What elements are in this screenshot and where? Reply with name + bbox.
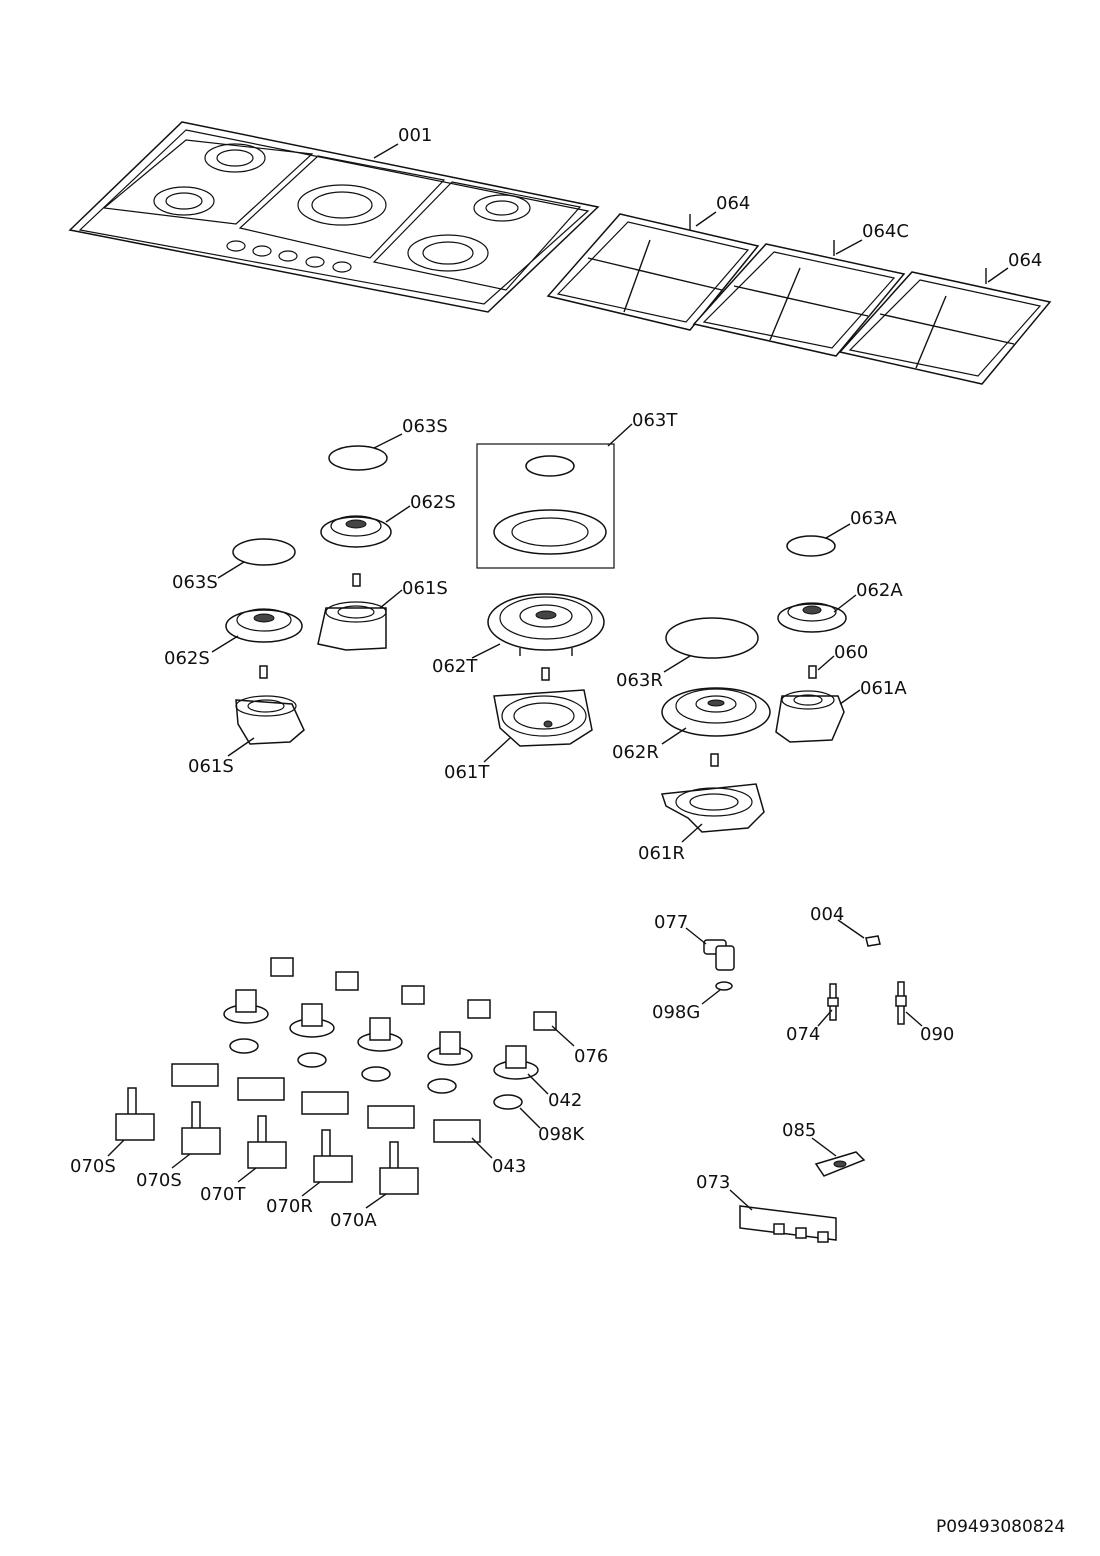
elbow-connector-077: [703, 939, 735, 971]
ignition-plug-090: [895, 981, 907, 1025]
burner-body-061T: [493, 689, 593, 747]
valve-bracket-043-row: [171, 1063, 481, 1143]
label-098G: 098G: [652, 1002, 700, 1023]
hob-top-001: [68, 121, 600, 313]
label-063A: 063A: [850, 508, 897, 529]
ring-098K-row: [229, 1038, 523, 1110]
label-064C: 064C: [862, 221, 909, 242]
pan-support-064-right: [838, 268, 1052, 385]
injector-b: [259, 665, 268, 679]
label-061S-top: 061S: [402, 578, 448, 599]
gas-valve-row: [115, 1087, 419, 1195]
injector-a: [352, 573, 361, 587]
document-reference: P09493080824: [936, 1517, 1065, 1537]
cap-063A: [786, 535, 836, 557]
burner-body-061S-top: [317, 601, 387, 651]
label-070S-b: 070S: [136, 1170, 182, 1191]
label-062A: 062A: [856, 580, 903, 601]
label-070T: 070T: [200, 1184, 246, 1205]
burner-head-062S-left: [225, 608, 303, 643]
label-063R: 063R: [616, 670, 663, 691]
label-062S-top: 062S: [410, 492, 456, 513]
burner-body-061A: [775, 690, 845, 743]
label-001: 001: [398, 125, 432, 146]
label-077: 077: [654, 912, 688, 933]
pan-support-064-left: [546, 213, 760, 331]
label-090: 090: [920, 1024, 954, 1045]
spark-generator-clip-085: [814, 1151, 866, 1177]
label-062S-left: 062S: [164, 648, 210, 669]
bracket-076-row: [270, 957, 557, 1031]
label-076: 076: [574, 1046, 608, 1067]
label-070R: 070R: [266, 1196, 313, 1217]
burner-head-062T: [487, 593, 605, 656]
cap-063S-top: [328, 445, 388, 471]
label-063S-left: 063S: [172, 572, 218, 593]
label-061T: 061T: [444, 762, 490, 783]
cap-063R: [665, 617, 759, 659]
label-064-right: 064: [1008, 250, 1042, 271]
label-061S-bottom: 061S: [188, 756, 234, 777]
label-061A: 061A: [860, 678, 907, 699]
label-064-left: 064: [716, 193, 750, 214]
label-074: 074: [786, 1024, 820, 1045]
burner-body-061S-bottom: [235, 695, 305, 745]
label-042: 042: [548, 1090, 582, 1111]
label-062R: 062R: [612, 742, 659, 763]
label-004: 004: [810, 904, 844, 925]
label-073: 073: [696, 1172, 730, 1193]
thermocouple-074: [827, 983, 839, 1021]
label-070S-a: 070S: [70, 1156, 116, 1177]
label-063S-top: 063S: [402, 416, 448, 437]
clip-004: [865, 935, 881, 947]
label-043: 043: [492, 1156, 526, 1177]
gasket-098G: [715, 981, 733, 991]
knob-042-row: [223, 989, 539, 1080]
burner-body-061R: [660, 783, 765, 833]
cap-063S-left: [232, 538, 296, 566]
cap-set-063T: [476, 443, 615, 569]
label-085: 085: [782, 1120, 816, 1141]
pan-support-064C: [692, 240, 906, 357]
injector-d: [710, 753, 719, 767]
label-070A: 070A: [330, 1210, 377, 1231]
label-060: 060: [834, 642, 868, 663]
burner-head-062A: [777, 602, 847, 633]
spark-generator-073: [739, 1205, 837, 1243]
label-063T: 063T: [632, 410, 678, 431]
injector-060: [808, 665, 817, 679]
injector-c: [541, 667, 550, 681]
burner-head-062S-top: [320, 515, 392, 548]
label-062T: 062T: [432, 656, 478, 677]
burner-head-062R: [661, 687, 771, 737]
label-061R: 061R: [638, 843, 685, 864]
label-098K: 098K: [538, 1124, 585, 1145]
